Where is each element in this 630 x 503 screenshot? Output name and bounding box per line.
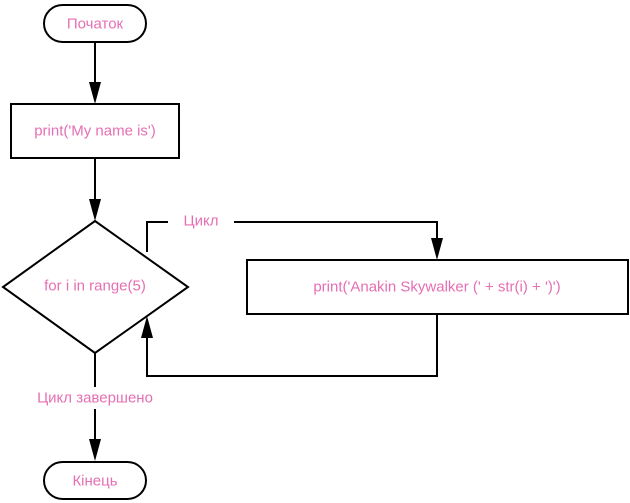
print-name-node: print('My name is') <box>10 103 180 159</box>
start-node: Початок <box>43 4 147 43</box>
loop-done-edge-label: Цикл завершено <box>37 390 153 407</box>
arrowhead-icon <box>89 82 101 104</box>
loop-condition-label: for i in range(5) <box>44 278 146 295</box>
edge-body-to-loop <box>141 314 438 377</box>
loop-edge-label: Цикл <box>184 213 219 230</box>
arrowhead-icon <box>89 199 101 221</box>
edge-loop-to-end: Цикл завершено <box>20 353 170 461</box>
loop-body-label: print('Anakin Skywalker (' + str(i) + ')… <box>313 279 560 296</box>
edge-loop-to-body: Цикл <box>146 210 443 260</box>
edge-print-to-decision <box>89 158 101 221</box>
loop-condition-node: for i in range(5) <box>1 219 190 355</box>
edge-start-to-print <box>89 42 101 104</box>
arrowhead-icon <box>141 316 153 338</box>
end-label: Кінець <box>72 473 117 490</box>
arrowhead-icon <box>431 238 443 260</box>
start-label: Початок <box>67 16 124 33</box>
end-node: Кінець <box>43 461 147 500</box>
loop-body-node: print('Anakin Skywalker (' + str(i) + ')… <box>246 259 629 315</box>
arrowhead-icon <box>89 439 101 461</box>
print-name-label: print('My name is') <box>34 123 156 140</box>
